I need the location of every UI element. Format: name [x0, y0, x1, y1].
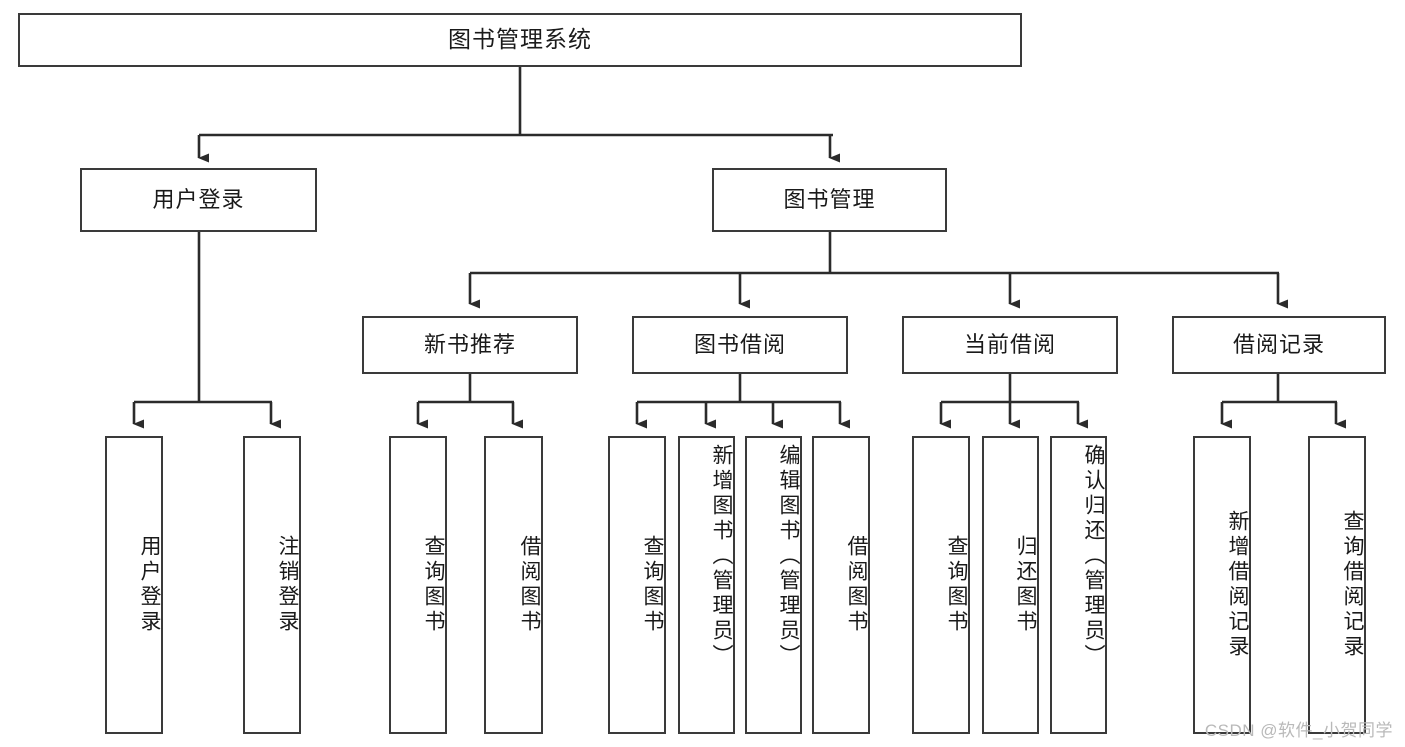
node-label: 图书管理: [783, 186, 876, 212]
node-label: 确认归还（管理员）: [1082, 444, 1105, 669]
leaf-book-borrow-borrow-book[interactable]: 借阅图书: [812, 436, 870, 734]
node-label: 图书管理系统: [448, 26, 592, 53]
node-label: 借阅图书: [518, 535, 541, 635]
node-label: 查询图书: [945, 535, 968, 635]
node-label: 注销登录: [276, 535, 299, 635]
node-book-management[interactable]: 图书管理: [712, 168, 947, 232]
node-label: 新增图书（管理员）: [710, 444, 733, 669]
node-label: 用户登录: [152, 186, 245, 212]
leaf-current-borrow-query-book[interactable]: 查询图书: [912, 436, 970, 734]
leaf-borrow-record-add-record[interactable]: 新增借阅记录: [1193, 436, 1251, 734]
leaf-user-login-login[interactable]: 用户登录: [105, 436, 163, 734]
node-label: 用户登录: [138, 535, 161, 635]
node-label: 图书借阅: [693, 331, 786, 357]
node-label: 查询图书: [422, 535, 445, 635]
csdn-watermark: CSDN @软件_小贺同学: [1204, 721, 1393, 740]
node-user-login[interactable]: 用户登录: [80, 168, 317, 232]
node-label: 归还图书: [1014, 535, 1037, 635]
leaf-current-borrow-confirm-return-admin[interactable]: 确认归还（管理员）: [1050, 436, 1107, 734]
leaf-new-book-borrow-book[interactable]: 借阅图书: [484, 436, 543, 734]
node-new-book-recommend[interactable]: 新书推荐: [362, 316, 578, 374]
leaf-user-login-logout[interactable]: 注销登录: [243, 436, 301, 734]
node-label: 当前借阅: [963, 331, 1056, 357]
node-label: 查询借阅记录: [1341, 510, 1364, 660]
node-label: 新书推荐: [423, 331, 516, 357]
leaf-book-borrow-query-book[interactable]: 查询图书: [608, 436, 666, 734]
node-label: 新增借阅记录: [1226, 510, 1249, 660]
node-borrow-record[interactable]: 借阅记录: [1172, 316, 1386, 374]
node-label: 借阅图书: [845, 535, 868, 635]
leaf-borrow-record-query-record[interactable]: 查询借阅记录: [1308, 436, 1366, 734]
node-root-book-management-system[interactable]: 图书管理系统: [18, 13, 1022, 67]
node-label: 查询图书: [641, 535, 664, 635]
node-current-borrow[interactable]: 当前借阅: [902, 316, 1118, 374]
node-book-borrow[interactable]: 图书借阅: [632, 316, 848, 374]
leaf-new-book-query-book[interactable]: 查询图书: [389, 436, 447, 734]
node-label: 借阅记录: [1232, 331, 1325, 357]
leaf-current-borrow-return-book[interactable]: 归还图书: [982, 436, 1039, 734]
leaf-book-borrow-add-book-admin[interactable]: 新增图书（管理员）: [678, 436, 735, 734]
leaf-book-borrow-edit-book-admin[interactable]: 编辑图书（管理员）: [745, 436, 802, 734]
node-label: 编辑图书（管理员）: [777, 444, 800, 669]
